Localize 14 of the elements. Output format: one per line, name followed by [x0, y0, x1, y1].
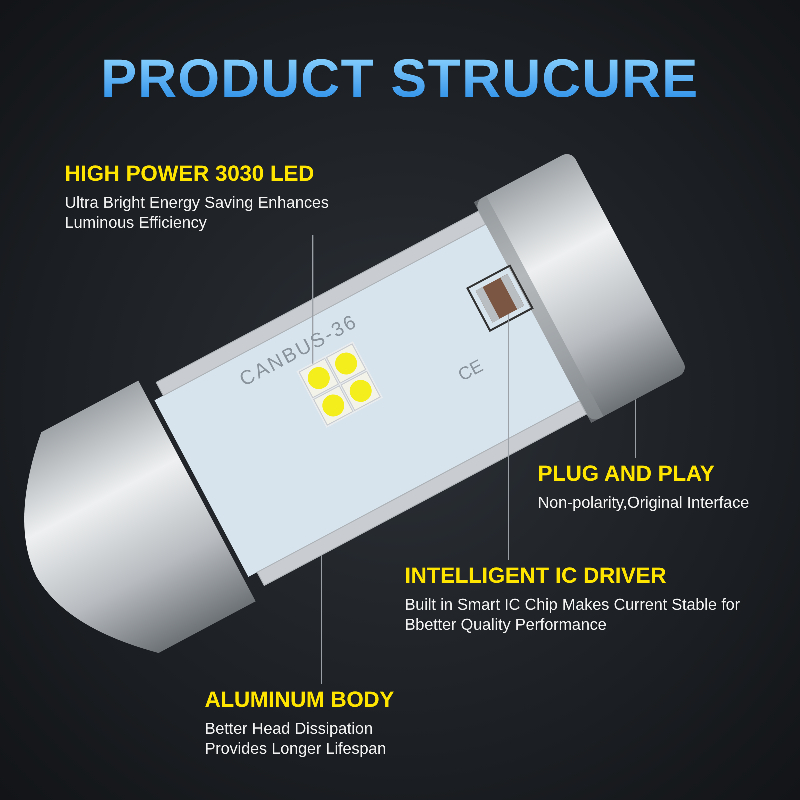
feature-description: Better Head Dissipation Provides Longer Lifespan	[205, 720, 388, 760]
board-marking: CE	[454, 354, 488, 387]
leader-line	[321, 555, 322, 684]
ic-chip	[466, 264, 534, 332]
feature-heading: ALUMINUM BODY	[205, 686, 396, 714]
leader-line	[508, 314, 510, 560]
feature-description: Built in Smart IC Chip Makes Current Stable for Bbetter Quality Performance	[405, 596, 742, 636]
feature-heading: PLUG AND PLAY	[538, 460, 716, 488]
leader-line	[635, 400, 636, 458]
feature-heading: HIGH POWER 3030 LED	[65, 160, 316, 188]
leader-line	[312, 236, 314, 364]
feature-description: Ultra Bright Energy Saving Enhances Luminous Efficiency	[65, 194, 330, 234]
feature-description: Non-polarity,Original Interface	[538, 494, 750, 514]
feature-heading: INTELLIGENT IC DRIVER	[405, 562, 668, 590]
